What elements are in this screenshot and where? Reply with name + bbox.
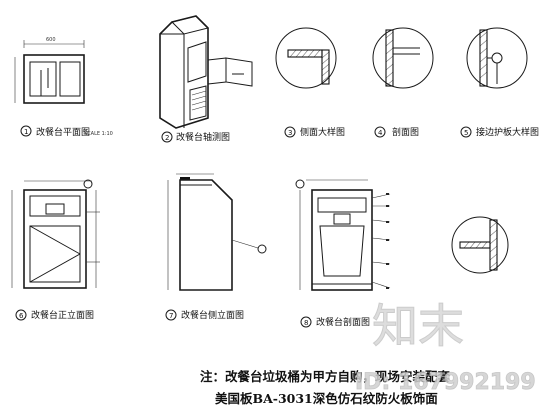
view-marker-7 [165, 309, 177, 321]
view-marker-8-label: 8 [304, 319, 308, 327]
view-marker-3-label: 3 [288, 129, 292, 137]
watermark-logo: 知末 [372, 299, 464, 353]
caption-axonometric: 改餐台轴测图 [176, 131, 230, 143]
view-marker-1-label: 1 [24, 128, 28, 136]
note-line-2: 美国板BA-3031深色仿石纹防火板饰面 [215, 391, 438, 406]
view-axonometric: 2 改餐台轴测图 [159, 15, 253, 143]
view-marker-4 [374, 126, 386, 138]
caption-side-elevation: 改餐台侧立面图 [181, 309, 244, 321]
view-marker-6 [15, 309, 27, 321]
general-note: 注：改餐台垃圾桶为甲方自购，现场安装配套 美国板BA-3031深色仿石纹防火板饰… [200, 369, 451, 406]
svg-text:600: 600 [46, 37, 56, 43]
caption-section: 改餐台剖面图 [316, 316, 370, 328]
view-marker-3 [284, 126, 296, 138]
view-front-elevation: 6 改餐台正立面图 [11, 179, 100, 321]
view-edge-guard-detail: 5 接边护板大样图 [460, 27, 539, 138]
watermark: 知末 ID: 167992199 [355, 299, 536, 396]
view-marker-8 [300, 316, 312, 328]
view-marker-1 [20, 125, 32, 137]
caption-plan: 改餐台平面图 [36, 126, 90, 138]
view-bracket-detail [451, 216, 509, 274]
view-marker-5 [460, 126, 472, 138]
view-marker-4-label: 4 [378, 129, 383, 137]
view-section: 8 改餐台剖面图 [295, 179, 391, 328]
view-marker-2-label: 2 [165, 134, 169, 142]
caption-edge-guard-detail: 接边护板大样图 [476, 126, 539, 138]
view-plan-top: 600 1 改餐台平面图 SCALE 1:10 [14, 37, 113, 138]
view-corner-detail-2: 4 剖面图 [372, 27, 434, 138]
watermark-id: ID: 167992199 [355, 370, 536, 395]
caption-corner-detail-2: 剖面图 [392, 126, 419, 138]
view-marker-5-label: 5 [464, 129, 468, 137]
view-side-elevation: 7 改餐台侧立面图 [165, 173, 267, 321]
view-marker-7-label: 7 [169, 312, 173, 320]
caption-front-elevation: 改餐台正立面图 [31, 309, 94, 321]
view-marker-6-label: 6 [19, 312, 24, 320]
scale-plan: SCALE 1:10 [84, 131, 113, 137]
view-marker-2 [161, 131, 173, 143]
view-corner-detail-1: 3 侧面大样图 [275, 27, 345, 138]
caption-corner-detail-1: 侧面大样图 [300, 126, 345, 138]
note-line-1: 注：改餐台垃圾桶为甲方自购，现场安装配套 [200, 369, 451, 384]
